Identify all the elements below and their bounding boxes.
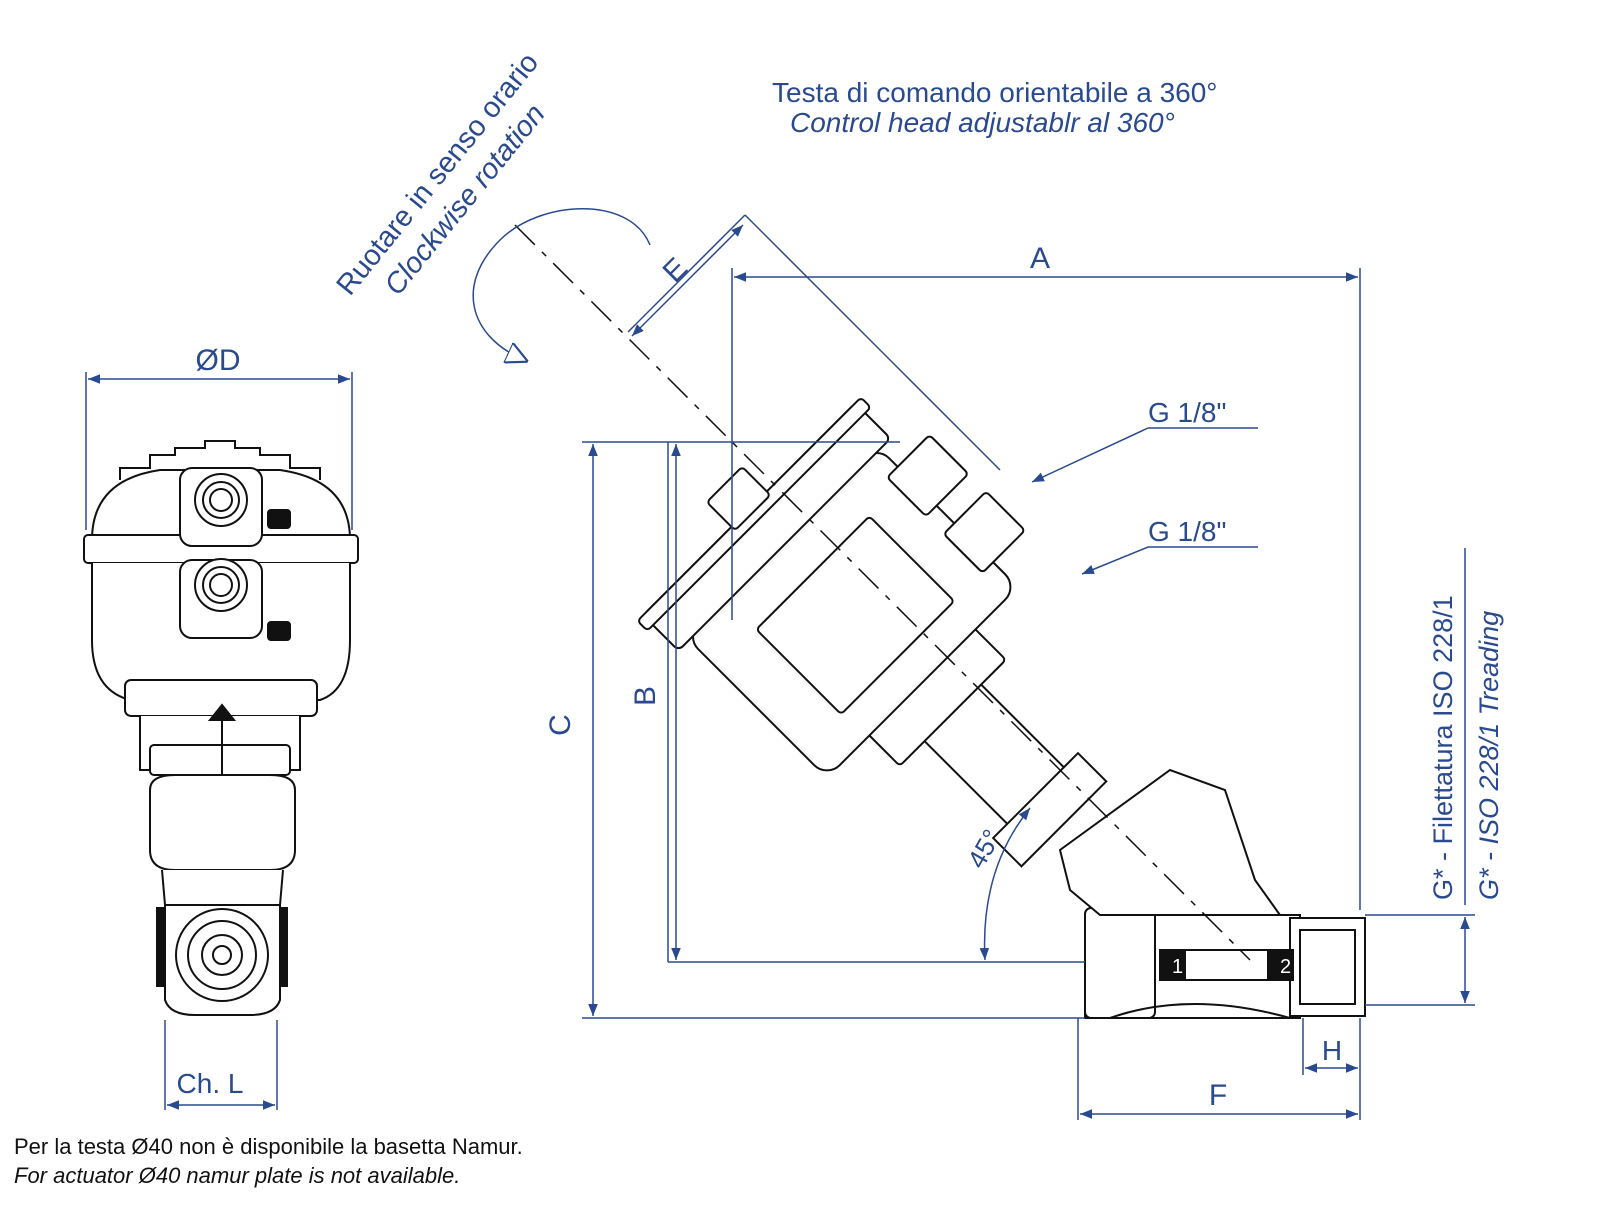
dimension-l-label: Ch. L: [177, 1068, 244, 1099]
port-out-label: 2: [1280, 956, 1291, 978]
footnote-english: For actuator Ø40 namur plate is not avai…: [14, 1163, 461, 1188]
rotation-label-it: Ruotare in senso orario: [331, 47, 546, 301]
side-view-dimensions: [472, 208, 1475, 1120]
front-view: [83, 440, 359, 1016]
dimension-e-label: E: [657, 252, 694, 289]
dimension-d-label: ØD: [196, 344, 241, 377]
actuator-head: [638, 398, 1108, 868]
dimension-b-label: B: [629, 686, 662, 706]
head-label-it: Testa di comando orientabile a 360°: [772, 77, 1217, 108]
dimension-a-label: A: [1030, 242, 1050, 275]
dimension-c-label: C: [544, 714, 577, 736]
dimension-h-label: H: [1322, 1035, 1342, 1066]
port-lower-label: G 1/8": [1148, 516, 1226, 547]
footnote-italian: Per la testa Ø40 non è disponibile la ba…: [14, 1134, 523, 1159]
thread-label-it: G* - Filettatura ISO 228/1: [1428, 595, 1458, 900]
front-view-dimensions: [85, 372, 353, 1110]
port-upper-label: G 1/8": [1148, 397, 1226, 428]
head-label-en: Control head adjustablr al 360°: [790, 107, 1175, 138]
valve-body: 1 2: [1058, 768, 1366, 1019]
center-axis-line: [514, 224, 1251, 961]
dimension-f-label: F: [1209, 1079, 1227, 1112]
thread-label-en: G* - ISO 228/1 Treading: [1474, 611, 1504, 900]
port-in-label: 1: [1172, 956, 1183, 978]
